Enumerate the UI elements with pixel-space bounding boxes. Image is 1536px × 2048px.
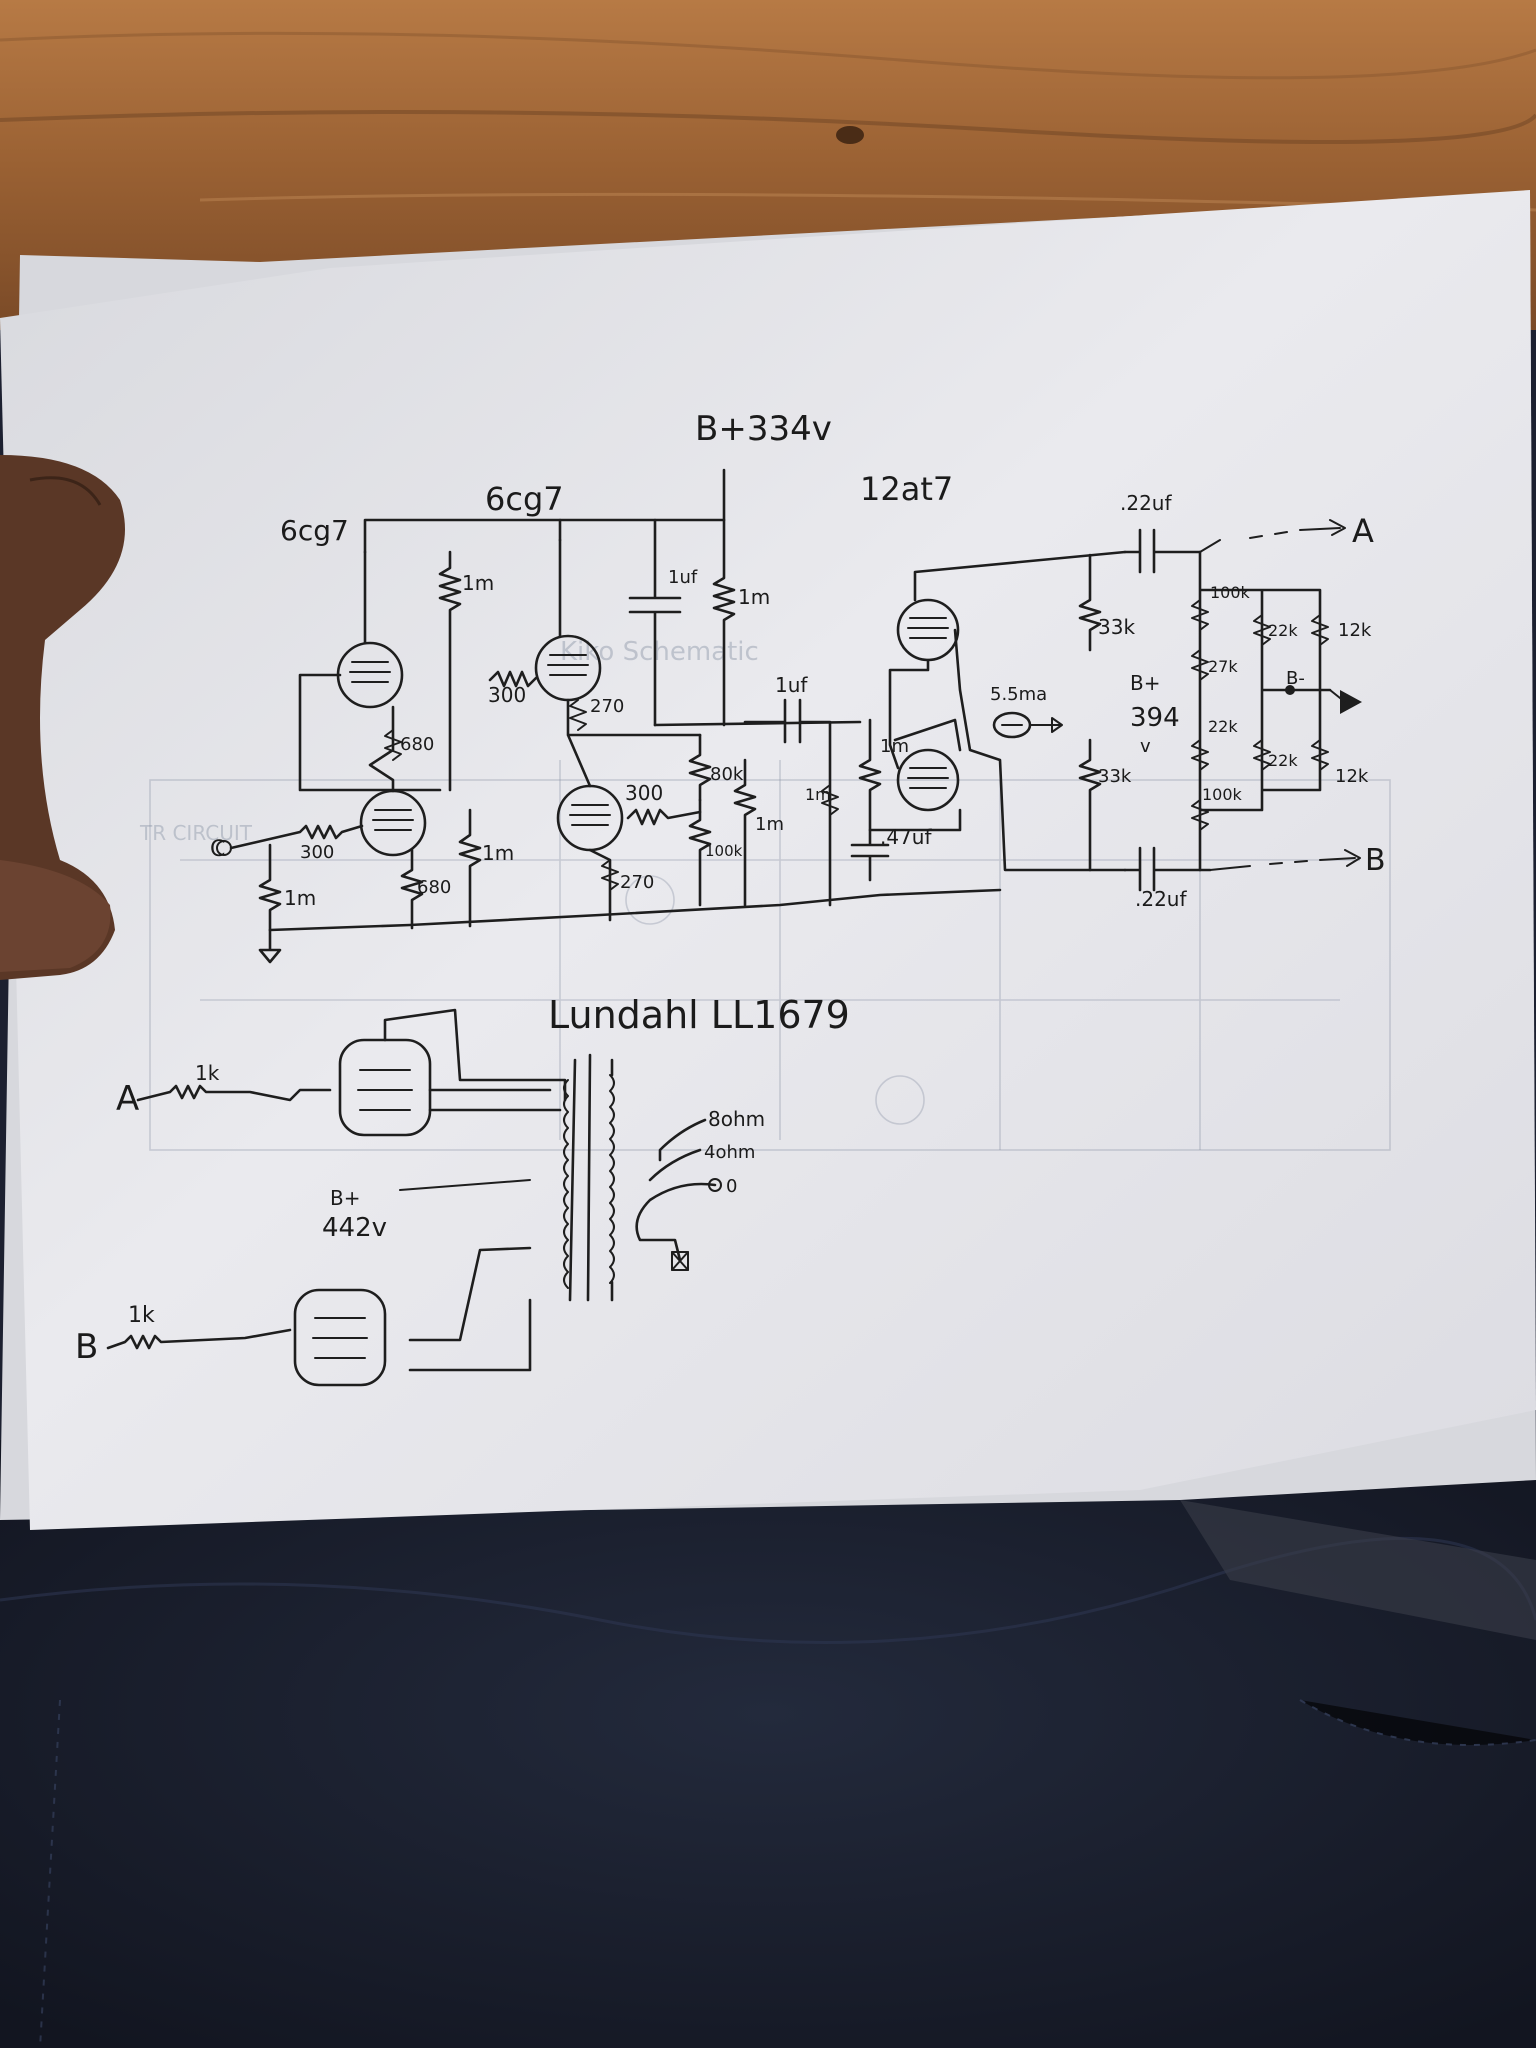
label-r-v2-cath-lower: 270 [620,872,654,893]
label-r-v2-grid-leak: 1m [482,841,514,865]
r-v2-grid-upper [488,670,538,688]
label-tube-v2: 6cg7 [485,480,564,518]
label-tap-4ohm: 4ohm [704,1142,755,1163]
label-out-b: B [1365,843,1386,878]
label-r-v3-grid-leak-2: 1m [880,736,909,757]
label-bias-12k-lower: 12k [1335,766,1369,787]
b-plus-rail [363,468,726,554]
label-input-marker: C [210,837,225,862]
label-b-plus-split: B+ [1130,671,1160,695]
pp-grid-stop-a [136,1084,332,1102]
c-bypass [628,518,682,727]
c-out-b [1123,846,1212,892]
label-r-v2-grid-upper: 300 [488,683,526,707]
label-tube-v1: 6cg7 [280,514,349,547]
r-v3-grid-leak-2 [858,718,962,832]
label-c-v3-cath: .47uf [880,825,932,849]
label-c-coupling: 1uf [775,673,808,697]
r-split-upper [1078,553,1102,652]
label-r-split-lower: 33k [1098,766,1132,787]
label-pp-b-plus: B+ [330,1186,360,1210]
label-pp-b-plus-value: 442v [322,1213,387,1243]
r-tail-lower [688,798,712,907]
svg-text:TR CIRCUIT: TR CIRCUIT [139,821,253,845]
r-v1-cath-upper [384,729,402,761]
schematic: 6cg7 6cg7 B+334v 12at7 1m 680 680 300 1m… [75,409,1386,1387]
label-bias-22k-upper: 22k [1268,621,1298,640]
pp-tube-b [293,1288,387,1387]
r-v1-grid-leak-2 [458,808,482,928]
r-split-lower [1078,738,1102,872]
label-r-v2-cath-upper: 270 [590,696,624,717]
r-input-grid-leak [258,843,282,932]
label-r-v2-grid-lower: 300 [625,781,663,805]
label-r-split-upper: 33k [1098,615,1135,639]
label-pp-grid-stop-b: 1k [128,1303,155,1328]
v3-lower-tube [896,748,960,812]
label-bias-100k-lower: 100k [1202,785,1243,804]
r-v3-grid-leak [821,784,839,816]
label-r-v1-cath-upper: 680 [400,734,434,755]
tap-0-terminal [708,1178,722,1192]
label-bias-12k-upper: 12k [1338,620,1372,641]
label-out-a: A [1352,512,1374,550]
label-r-v1-plate: 1m [462,571,494,595]
bias-node [1285,685,1295,695]
out-b-arrow [1209,849,1361,871]
r-v2-cath-lower [601,859,619,891]
label-bias-b-minus: B- [1286,668,1305,689]
ground-symbol [258,928,282,964]
label-transformer: Lundahl LL1679 [548,993,850,1037]
label-r-tail-lower: 100k [705,842,743,860]
label-pp-in-b: B [75,1327,98,1367]
r-v1-cath-lower [400,848,424,930]
ccs-arrow [1029,717,1063,733]
speaker-ground-symbol [671,1251,689,1271]
paper-sheet [0,190,1536,1530]
r-tail-upper [688,733,712,802]
label-b-plus-split-unit: v [1140,736,1151,757]
r-plate-feed [712,518,736,727]
label-r-input-grid-stop: 300 [300,842,334,863]
label-c-bypass: 1uf [668,567,698,588]
label-tap-8ohm: 8ohm [708,1107,765,1131]
label-tube-v3: 12at7 [860,470,953,508]
r-v2-cath-upper [569,699,587,731]
label-tap-0: 0 [726,1176,737,1197]
r-v3-grid [733,758,757,907]
label-bias-22k-lower: 22k [1268,751,1298,770]
output-transformer [563,1053,615,1302]
label-pp-in-a: A [116,1079,139,1119]
r-v1-plate [438,550,462,792]
label-r-input-grid-leak: 1m [284,886,316,910]
ground-rail [268,888,1002,932]
bleed-through-schematic: Kiko Schematic TR CIRCUIT [139,637,1391,1151]
label-bias-27k: 27k [1208,657,1238,676]
c-out-a [1123,528,1202,574]
bias-arrow [1340,690,1362,714]
secondary-taps [635,1118,717,1262]
label-c-out-a: .22uf [1120,491,1172,515]
c-coupling [743,698,832,907]
label-r-v1-cath-lower: 680 [417,877,451,898]
label-ccs-current: 5.5ma [990,684,1047,705]
label-r-v3-grid: 1m [755,814,784,835]
label-bias-100k-upper: 100k [1210,583,1251,602]
bias-network [1198,550,1332,872]
label-r-plate-feed: 1m [738,585,770,609]
pp-grid-stop-b [106,1328,292,1350]
label-bias-22k-left: 22k [1208,717,1238,736]
label-r-tail-upper: 80k [710,764,744,785]
svg-text:Kiko Schematic: Kiko Schematic [560,637,759,667]
label-r-v3-grid-leak: 1m [805,785,831,804]
c-v3-cath [850,828,890,882]
label-c-out-b: .22uf [1135,887,1187,911]
thumb [0,455,125,980]
r-v2-grid-lower [626,808,702,826]
label-b-plus-split-value: 394 [1130,703,1180,733]
label-pp-grid-stop-a: 1k [195,1061,220,1085]
out-a-arrow [1199,519,1346,553]
label-b-plus-main: B+334v [695,409,832,449]
